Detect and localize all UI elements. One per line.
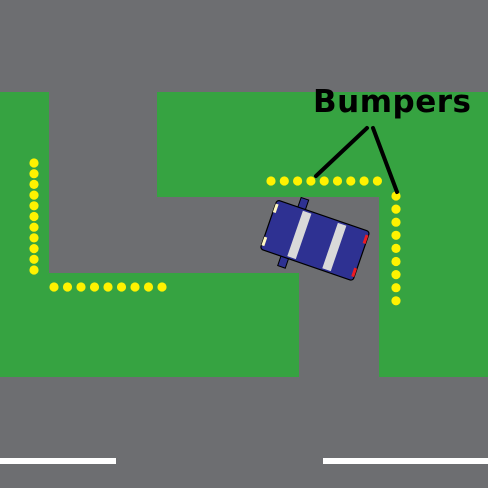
bumper-dot-icon: [293, 176, 303, 186]
car-taillight-top: [362, 234, 369, 244]
bumper-dot-icon: [359, 176, 369, 186]
grass-area-right: [157, 92, 488, 377]
bumper-dot-icon: [391, 283, 401, 293]
car-headlight-bottom: [261, 236, 268, 247]
bumper-dot-icon: [29, 265, 39, 275]
pointer-line-left: [314, 126, 369, 178]
bumper-row-right-vertical: [391, 191, 401, 306]
pointer-line-right: [371, 126, 399, 194]
bumper-dot-icon: [279, 176, 289, 186]
bumper-dot-icon: [266, 176, 276, 186]
lane-marking-right: [323, 458, 488, 464]
bumper-dot-icon: [29, 222, 39, 232]
bumper-dot-icon: [29, 190, 39, 200]
bumper-dot-icon: [62, 282, 73, 292]
car-stripe-front: [287, 210, 312, 260]
bumper-row-top-horizontal: [266, 176, 382, 186]
bumper-row-left-vertical: [29, 158, 39, 275]
bumper-dot-icon: [29, 158, 39, 168]
bumper-dot-icon: [29, 201, 39, 211]
bumper-dot-icon: [29, 254, 39, 264]
bumper-dot-icon: [49, 282, 59, 292]
bumper-dot-icon: [29, 169, 39, 179]
bumper-dot-icon: [103, 282, 113, 292]
bumper-dot-icon: [391, 191, 401, 201]
bumper-dot-icon: [157, 282, 167, 292]
bumper-row-left-horizontal: [49, 282, 167, 292]
bumper-dot-icon: [116, 282, 127, 292]
lane-marking-left: [0, 458, 116, 464]
car-stripe-rear: [322, 222, 347, 272]
bumper-dot-icon: [391, 296, 401, 306]
bumper-dot-icon: [391, 217, 401, 227]
bumper-dot-icon: [29, 233, 39, 243]
bumper-dot-icon: [29, 211, 39, 222]
grass-area-left: [0, 92, 299, 377]
bumper-dot-icon: [372, 176, 382, 186]
bumper-dot-icon: [391, 243, 401, 253]
car-icon: [260, 196, 370, 281]
bumper-dot-icon: [306, 176, 316, 186]
car-headlight-top: [272, 203, 279, 214]
bumper-dot-icon: [346, 176, 356, 186]
bumper-dot-icon: [319, 176, 329, 186]
bumper-dot-icon: [89, 282, 100, 292]
bumper-dot-icon: [76, 282, 86, 292]
bumper-dot-icon: [391, 204, 401, 214]
bumper-dot-icon: [391, 256, 401, 267]
bumper-dot-icon: [391, 270, 401, 280]
car-body: [260, 200, 370, 281]
bumper-dot-icon: [143, 282, 154, 292]
label-pointers: [314, 126, 399, 194]
bumper-dot-icon: [391, 230, 401, 240]
car-taillight-bottom: [351, 267, 358, 278]
bumper-dot-icon: [130, 282, 140, 292]
bumper-dot-icon: [29, 179, 39, 189]
bumpers-label: Bumpers: [313, 84, 472, 120]
bumper-group: [29, 158, 401, 306]
bumper-dot-icon: [332, 176, 343, 186]
bumper-dot-icon: [29, 244, 39, 254]
